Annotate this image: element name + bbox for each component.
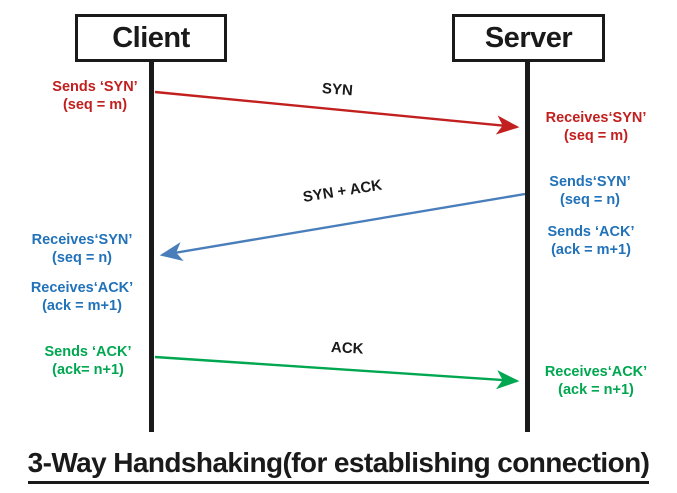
server-sends-ack-label: Sends ‘ACK’ (ack = m+1) bbox=[531, 224, 651, 259]
client-receives-ack-label: Receives‘ACK’ (ack = m+1) bbox=[22, 280, 142, 315]
server-sends-syn-line1: Sends‘SYN’ bbox=[549, 174, 631, 190]
client-actor-label: Client bbox=[112, 21, 190, 54]
server-actor-label: Server bbox=[484, 21, 573, 54]
syn-message-label: SYN bbox=[321, 80, 354, 100]
client-receives-syn-label: Receives‘SYN’ (seq = n) bbox=[22, 232, 142, 267]
server-actor-box: Server bbox=[452, 14, 605, 62]
client-receives-ack-line2: (ack = m+1) bbox=[42, 297, 122, 314]
client-receives-ack-line1: Receives‘ACK’ bbox=[30, 280, 134, 296]
diagram-title-container: 3-Way Handshaking(for establishing conne… bbox=[0, 447, 677, 484]
client-sends-ack-line1: Sends ‘ACK’ bbox=[44, 344, 132, 360]
client-sends-ack-label: Sends ‘ACK’ (ack= n+1) bbox=[28, 344, 148, 379]
client-sends-syn-line1: Sends ‘SYN’ bbox=[52, 79, 138, 95]
syn-ack-arrow bbox=[159, 192, 526, 262]
server-lifeline bbox=[525, 61, 530, 432]
client-sends-ack-line2: (ack= n+1) bbox=[52, 361, 124, 378]
server-sends-syn-label: Sends‘SYN’ (seq = n) bbox=[530, 174, 650, 209]
ack-arrow bbox=[154, 355, 520, 390]
syn-ack-message-label: SYN + ACK bbox=[301, 176, 384, 206]
server-sends-syn-line2: (seq = n) bbox=[559, 191, 621, 208]
server-sends-ack-line1: Sends ‘ACK’ bbox=[547, 224, 635, 240]
server-receives-ack-line1: Receives‘ACK’ bbox=[544, 364, 648, 380]
diagram-title: 3-Way Handshaking(for establishing conne… bbox=[27, 447, 650, 484]
server-sends-ack-line2: (ack = m+1) bbox=[551, 241, 631, 258]
client-sends-syn-label: Sends ‘SYN’ (seq = m) bbox=[35, 79, 155, 114]
server-receives-syn-line1: Receives‘SYN’ bbox=[545, 110, 647, 126]
client-receives-syn-line2: (seq = n) bbox=[51, 249, 113, 266]
server-receives-ack-line2: (ack = n+1) bbox=[558, 381, 634, 398]
server-receives-syn-line2: (seq = m) bbox=[563, 127, 629, 144]
client-receives-syn-line1: Receives‘SYN’ bbox=[31, 232, 133, 248]
client-actor-box: Client bbox=[75, 14, 227, 62]
ack-message-label: ACK bbox=[330, 339, 364, 358]
client-sends-syn-line2: (seq = m) bbox=[62, 96, 128, 113]
client-lifeline bbox=[149, 61, 154, 432]
server-receives-ack-label: Receives‘ACK’ (ack = n+1) bbox=[536, 364, 656, 399]
server-receives-syn-label: Receives‘SYN’ (seq = m) bbox=[536, 110, 656, 145]
